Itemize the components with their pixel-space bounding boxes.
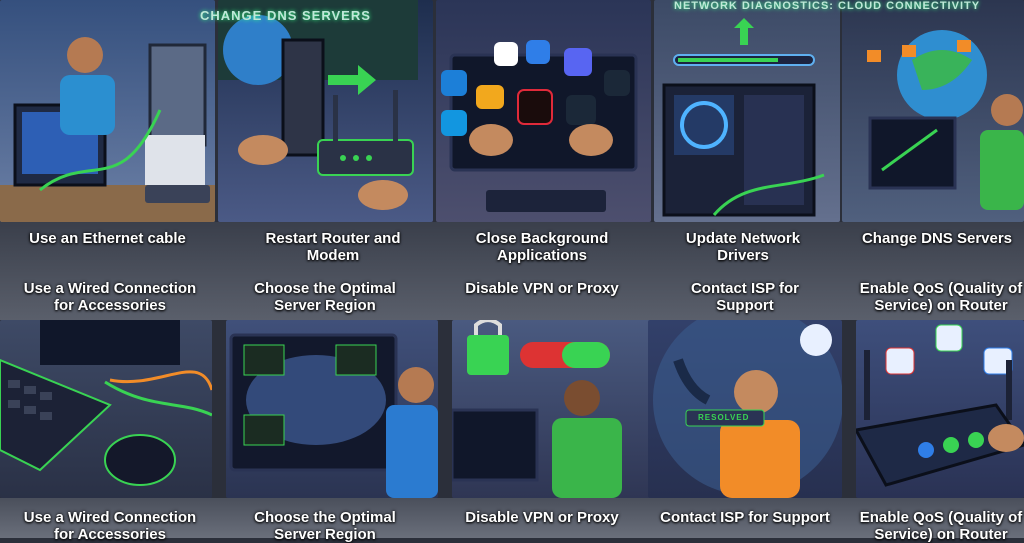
router-illustration: [218, 0, 418, 210]
caption-disable-vpn: Disable VPN or Proxy: [465, 280, 619, 297]
keyboard-mouse-illustration: [0, 320, 212, 486]
app-icons-illustration: [441, 40, 638, 212]
caption-change-dns: Change DNS Servers: [861, 230, 1013, 247]
sign-network-diagnostics: NETWORK DIAGNOSTICS: CLOUD CONNECTIVITY: [674, 0, 981, 12]
caption-server-region: Choose the Optimal Server Region: [254, 280, 396, 314]
caption-wired-accessories: Use a Wired Connection for Accessories: [23, 280, 197, 314]
support-agent-illustration: [653, 320, 842, 498]
caption-contact-isp: Contact ISP for Support: [690, 280, 800, 314]
scene-server-region: [226, 320, 438, 498]
scene-ethernet-cable: [0, 0, 215, 222]
scene-wired-accessories: [0, 320, 212, 498]
sign-change-dns: CHANGE DNS SERVERS: [200, 8, 371, 23]
caption-ethernet: Use an Ethernet cable: [29, 230, 186, 247]
globe-monitor-illustration: [867, 30, 1024, 210]
caption-close-apps: Close Background Applications: [475, 230, 609, 264]
scene-enable-qos: [856, 320, 1024, 498]
scene-close-apps: [436, 0, 651, 222]
caption-bottom-disable-vpn: Disable VPN or Proxy: [465, 509, 619, 526]
scene-update-drivers: [654, 0, 840, 222]
scene-disable-vpn: [452, 320, 664, 498]
caption-bottom-contact-isp: Contact ISP for Support: [660, 509, 830, 526]
qos-router-illustration: [856, 324, 1024, 487]
caption-band-top: [0, 222, 1024, 320]
caption-band-bottom: [0, 498, 1024, 538]
vpn-toggle-illustration: [452, 320, 622, 498]
scene-restart-router: [218, 0, 433, 222]
world-map-illustration: [229, 333, 438, 498]
scene-contact-isp: RESOLVED: [648, 320, 842, 498]
scene-change-dns: [842, 0, 1024, 222]
caption-enable-qos: Enable QoS (Quality of Service) on Route…: [859, 280, 1023, 314]
caption-update-drivers: Update Network Drivers: [685, 230, 801, 264]
pc-tower-illustration: [662, 18, 825, 217]
resolved-badge: RESOLVED: [698, 413, 750, 422]
person-at-computer-illustration: [0, 37, 215, 222]
caption-restart-router: Restart Router and Modem: [265, 230, 401, 264]
